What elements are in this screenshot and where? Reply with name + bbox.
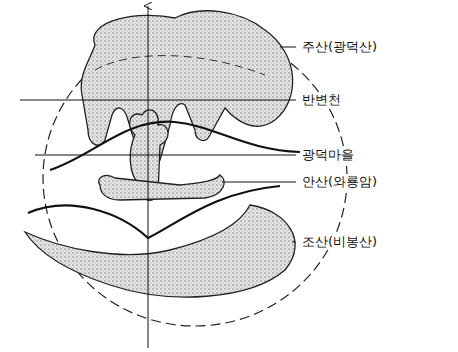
map-label: 반변천 — [300, 92, 343, 108]
map-label: 주산(광덕산) — [300, 39, 379, 55]
map-label: 조산(비봉산) — [300, 234, 379, 250]
map-label: 안산(와룡암) — [300, 174, 379, 190]
map-label: 광덕마을 — [300, 147, 356, 163]
